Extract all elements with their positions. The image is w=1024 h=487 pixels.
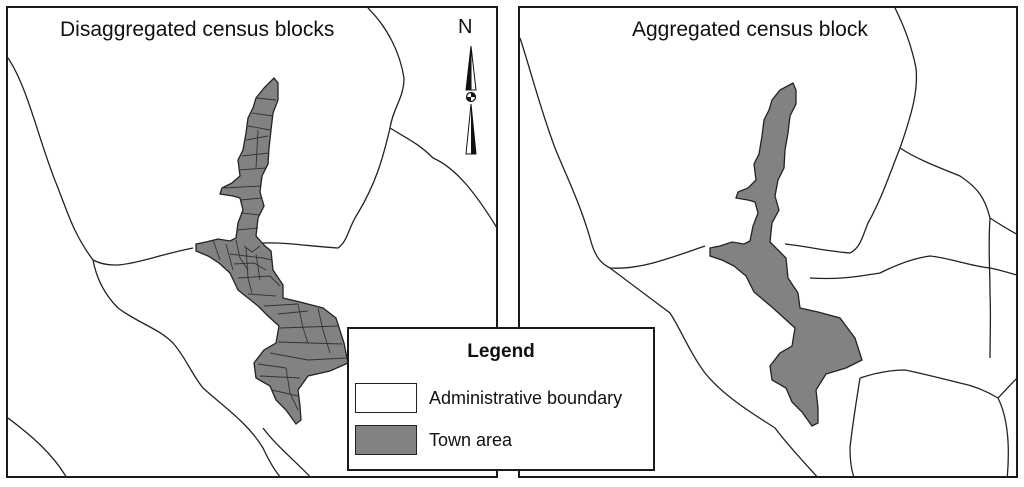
north-arrow-shade: [466, 46, 471, 90]
census-block-line: [277, 310, 309, 315]
right-map-title: Aggregated census block: [632, 18, 868, 41]
census-block-line: [255, 97, 277, 101]
census-block-line: [239, 197, 263, 201]
census-block-line: [247, 125, 271, 131]
census-block-line: [279, 325, 339, 329]
census-block-line: [247, 293, 277, 297]
left-map-canvas: [8, 8, 496, 476]
census-block-line: [240, 212, 261, 216]
admin-boundary-line: [894, 8, 1016, 235]
admin-boundary-line: [262, 427, 311, 476]
admin-boundary-line: [859, 369, 1009, 476]
admin-boundaries-left: [8, 8, 496, 476]
admin-boundaries-right: [520, 8, 1016, 476]
admin-boundary-swatch: [355, 383, 417, 413]
admin-boundary-line: [8, 57, 194, 266]
census-block-line: [297, 303, 309, 344]
admin-boundary-line: [809, 255, 1016, 280]
admin-boundary-line: [609, 267, 818, 476]
census-block-line: [233, 262, 267, 271]
north-arrow-center-quadrant: [471, 92, 476, 97]
admin-boundary-line: [520, 37, 706, 269]
legend-label-town-area: Town area: [429, 430, 513, 450]
census-block-line: [237, 275, 281, 287]
census-block-line: [235, 239, 249, 271]
admin-boundary-line: [262, 127, 391, 249]
left-map-panel: Disaggregated census blocks N: [6, 6, 498, 478]
town-area-left: [195, 77, 349, 425]
census-block-line: [269, 352, 347, 361]
admin-boundary-line: [988, 217, 992, 359]
census-block-line: [223, 185, 262, 189]
legend-label-admin-boundary: Administrative boundary: [429, 388, 623, 408]
town-area-swatch: [355, 425, 417, 455]
census-block-line: [225, 243, 234, 271]
north-label: N: [458, 16, 473, 38]
legend: Legend Administrative boundary Town area: [347, 327, 655, 471]
admin-boundary-line: [784, 147, 901, 254]
right-map-canvas: [520, 8, 1016, 476]
census-block-line: [271, 389, 299, 397]
census-block-line: [263, 303, 299, 307]
census-block-line: [317, 307, 331, 354]
census-block-line: [285, 367, 299, 411]
census-block-line: [277, 341, 343, 345]
admin-boundary-line: [8, 417, 67, 476]
census-block-line: [255, 129, 259, 169]
census-block-line: [243, 245, 261, 253]
left-map-title: Disaggregated census blocks: [60, 18, 335, 41]
census-block-line: [255, 253, 261, 281]
census-block-line: [251, 112, 274, 117]
admin-boundary-line: [367, 8, 496, 228]
census-block-line: [241, 152, 270, 157]
admin-boundary-line: [92, 259, 281, 476]
census-block-line: [245, 135, 269, 141]
legend-title: Legend: [467, 341, 535, 362]
census-block-line: [229, 253, 273, 261]
north-arrow: [465, 45, 477, 155]
census-block-line: [259, 375, 301, 379]
admin-boundary-line: [997, 378, 1016, 399]
census-block-line: [236, 227, 259, 231]
north-arrow-center-quadrant: [466, 97, 471, 102]
census-block-line: [245, 247, 253, 294]
census-block-lines: [212, 97, 347, 411]
census-block-line: [212, 239, 221, 261]
town-area-polygon: [195, 77, 349, 425]
admin-boundary-line: [849, 377, 861, 476]
census-block-line: [257, 363, 287, 369]
town-area-polygon: [709, 82, 863, 427]
south-arrow-shade: [471, 104, 476, 154]
census-block-line: [238, 167, 267, 171]
